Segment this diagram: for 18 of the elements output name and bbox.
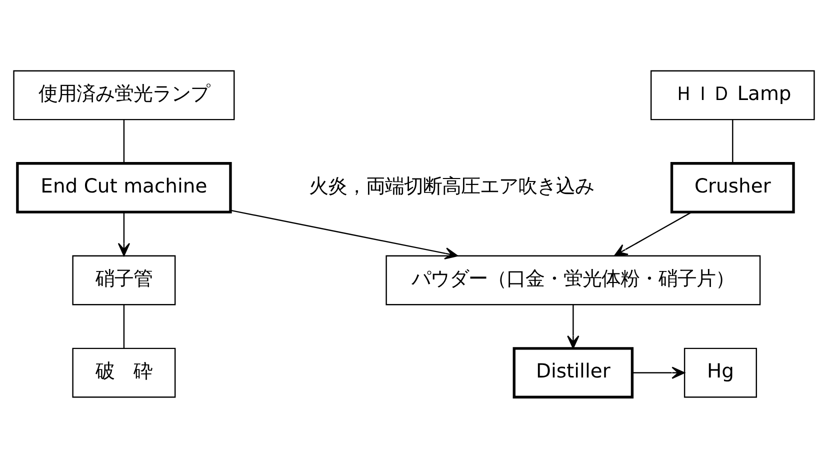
arrow: [118, 212, 130, 256]
node-box: 硝子管: [72, 254, 176, 305]
node-box: パウダー（口金・蛍光体粉・硝子片）: [386, 254, 761, 305]
node-box: End Cut machine: [16, 162, 232, 213]
node-box: Distiller: [512, 346, 634, 398]
node-box: Crusher: [670, 162, 795, 213]
node-box: ＨＩＤ Lamp: [650, 70, 815, 120]
arrow: [614, 211, 692, 256]
label: 火炎，両端切断高圧エア吹き込み: [308, 174, 594, 197]
connector: [123, 119, 125, 163]
arrow: [567, 304, 580, 348]
node-box: Hg: [684, 347, 757, 398]
node-box: 使用済み蛍光ランプ: [13, 70, 235, 120]
node-box: 破 砕: [72, 347, 176, 398]
connector: [123, 304, 125, 348]
arrow: [632, 366, 685, 378]
arrow: [230, 209, 458, 259]
connector: [732, 119, 734, 163]
